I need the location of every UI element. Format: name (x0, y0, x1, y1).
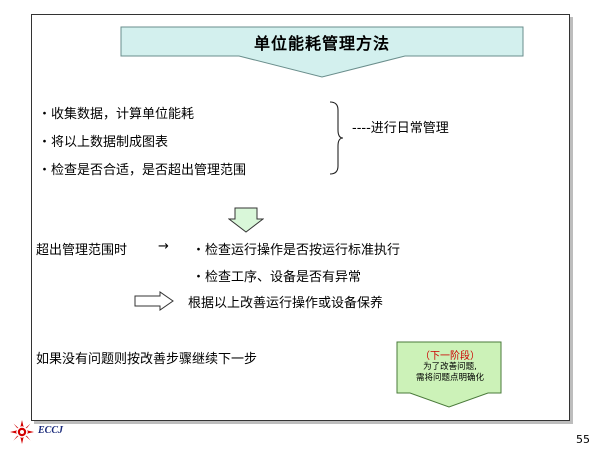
next-step-line-2: 需将问题点明确化 (415, 373, 484, 383)
improve-text: 根据以上改善运行操作或设备保养 (188, 296, 384, 311)
down-arrow-icon (228, 207, 264, 233)
eccj-logo-icon (10, 420, 34, 444)
right-arrow-symbol: → (158, 239, 169, 254)
continue-text: 如果没有问题则按改善步骤继续下一步 (36, 352, 258, 367)
title-banner-arrow (120, 26, 524, 78)
bullet-collect-data: ・收集数据，计算单位能耗 (38, 107, 195, 122)
logo-text: ECCJ (38, 425, 64, 436)
next-step-arrow (396, 341, 502, 408)
daily-management-text: ----进行日常管理 (352, 121, 449, 136)
check-operation-text: ・检查运行操作是否按运行标准执行 (192, 243, 401, 258)
bullet-make-chart: ・将以上数据制成图表 (38, 135, 169, 150)
bullet-check-range: ・检查是否合适，是否超出管理范围 (38, 163, 247, 178)
next-step-label: （下一阶段） (420, 351, 480, 362)
check-equipment-text: ・检查工序、设备是否有异常 (192, 270, 362, 285)
next-step-line-1: 为了改善问题, (423, 362, 477, 372)
hollow-right-arrow-icon (134, 291, 174, 311)
brace-icon (329, 101, 344, 175)
page-number: 55 (576, 433, 590, 446)
over-range-label: 超出管理范围时 (36, 243, 128, 258)
page-title: 单位能耗管理方法 (253, 34, 390, 53)
next-step-description: 为了改善问题, 需将问题点明确化 (398, 362, 502, 384)
